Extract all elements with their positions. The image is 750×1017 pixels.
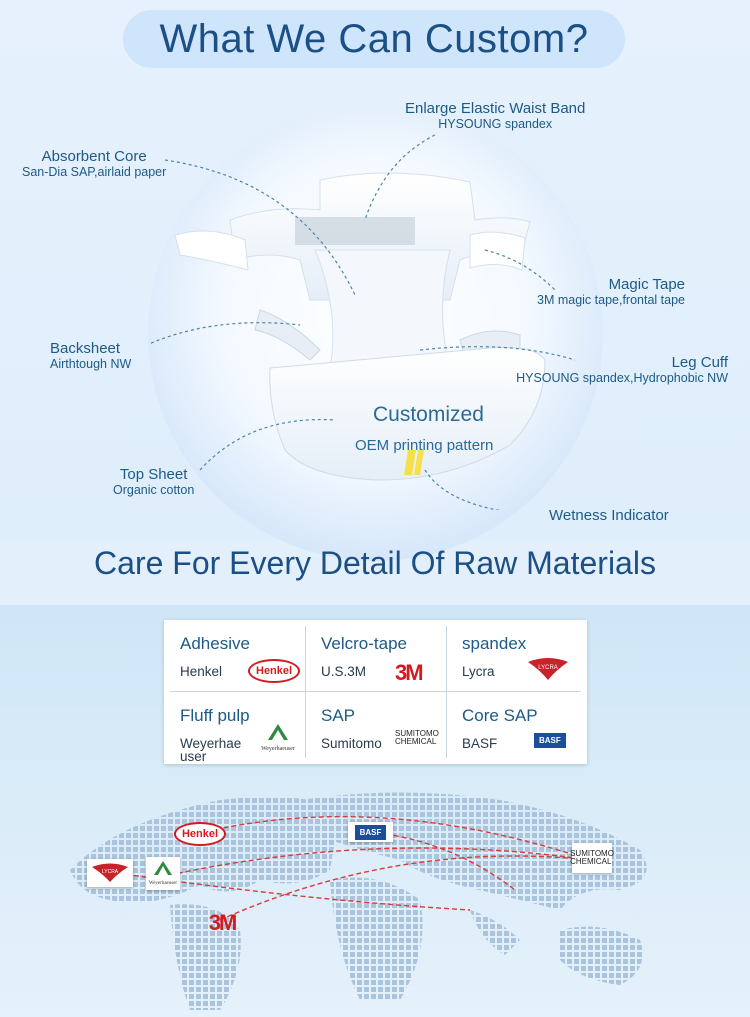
basf-logo: BASF: [534, 733, 566, 748]
svg-text:Weyerhaeuser: Weyerhaeuser: [149, 881, 178, 886]
route-line: [219, 855, 591, 921]
label-magic-tape: Magic Tape 3M magic tape,frontal tape: [537, 276, 685, 307]
material-cell-fluff: Fluff pulp Weyerhae user Weyerhaeuser: [164, 692, 303, 763]
grid-divider: [446, 626, 447, 758]
grid-divider: [305, 626, 306, 758]
label-waist-band: Enlarge Elastic Waist Band HYSOUNG spand…: [405, 100, 586, 131]
left-leg-cuff: [254, 309, 321, 361]
right-wing: [469, 231, 526, 271]
material-cell-adhesive: Adhesive Henkel Henkel: [164, 620, 303, 691]
material-cell-spandex: spandex Lycra LYCRA: [446, 620, 585, 691]
page-title: What We Can Custom?: [159, 16, 589, 61]
leader-line: [364, 134, 436, 221]
map-logo-lycra: LYCRA: [87, 859, 133, 887]
leader-line: [150, 322, 301, 345]
henkel-logo: Henkel: [248, 659, 301, 683]
map-landmass: [330, 877, 423, 1000]
map-logo-3m: 3M: [208, 910, 238, 935]
materials-title: Care For Every Detail Of Raw Materials: [94, 545, 656, 581]
map-landmass: [300, 792, 647, 910]
wetness-indicator-strip: [414, 450, 424, 475]
world-map: [70, 792, 647, 1010]
lycra-logo-icon: LYCRA: [528, 658, 568, 680]
map-logo-henkel: Henkel: [173, 820, 227, 848]
leader-line: [484, 249, 556, 291]
map-landmass: [470, 910, 520, 955]
3m-logo: 3M: [395, 660, 424, 685]
map-logo-weyerhaeuser: Weyerhaeuser: [146, 857, 180, 890]
map-landmass: [170, 904, 241, 1010]
wetness-indicator-strip: [404, 450, 416, 475]
leader-line: [164, 159, 356, 296]
label-backsheet: Backsheet Airthtough NW: [50, 340, 132, 371]
absorbent-core: [314, 249, 451, 371]
materials-grid: Adhesive Henkel Henkel Velcro-tape U.S.3…: [164, 620, 587, 764]
customized-title: Customized: [373, 403, 484, 426]
sumitomo-logo: SUMITOMO CHEMICAL: [395, 729, 439, 746]
leader-line: [424, 469, 501, 510]
svg-text:LYCRA: LYCRA: [102, 869, 119, 875]
label-absorbent-core: Absorbent Core San-Dia SAP,airlaid paper: [22, 148, 167, 179]
title-pill: What We Can Custom?: [123, 10, 625, 68]
label-top-sheet: Top Sheet Organic cotton: [113, 466, 195, 497]
left-wing: [174, 230, 249, 271]
waist-band: [295, 217, 415, 245]
front-panel: [269, 347, 546, 481]
map-logo-basf: BASF: [348, 822, 393, 842]
map-landmass: [560, 926, 643, 985]
route-line: [199, 815, 591, 861]
label-leg-cuff: Leg Cuff HYSOUNG spandex,Hydrophobic NW: [516, 354, 728, 385]
route-line: [169, 847, 591, 876]
weyerhaeuser-logo-icon: Weyerhaeuser: [261, 724, 295, 752]
grid-divider: [170, 691, 581, 692]
weyerhaeuser-logo-text: Weyerhaeuser: [261, 746, 295, 752]
material-cell-velcro: Velcro-tape U.S.3M 3M: [321, 634, 424, 685]
lycra-logo-icon: LYCRA: [92, 863, 128, 882]
label-wetness-indicator: Wetness Indicator: [549, 507, 669, 524]
weyerhaeuser-logo-icon: Weyerhaeuser: [149, 860, 178, 886]
leader-line: [419, 346, 576, 361]
material-cell-core-sap: Core SAP BASF BASF: [446, 692, 585, 763]
lycra-logo-text: LYCRA: [538, 665, 558, 671]
customized-sub: OEM printing pattern: [355, 437, 494, 454]
map-logo-sumitomo: SUMITOMO CHEMICAL: [570, 843, 614, 873]
material-cell-sap: SAP Sumitomo SUMITOMO CHEMICAL: [321, 706, 439, 751]
diaper-illustration: [150, 134, 576, 510]
